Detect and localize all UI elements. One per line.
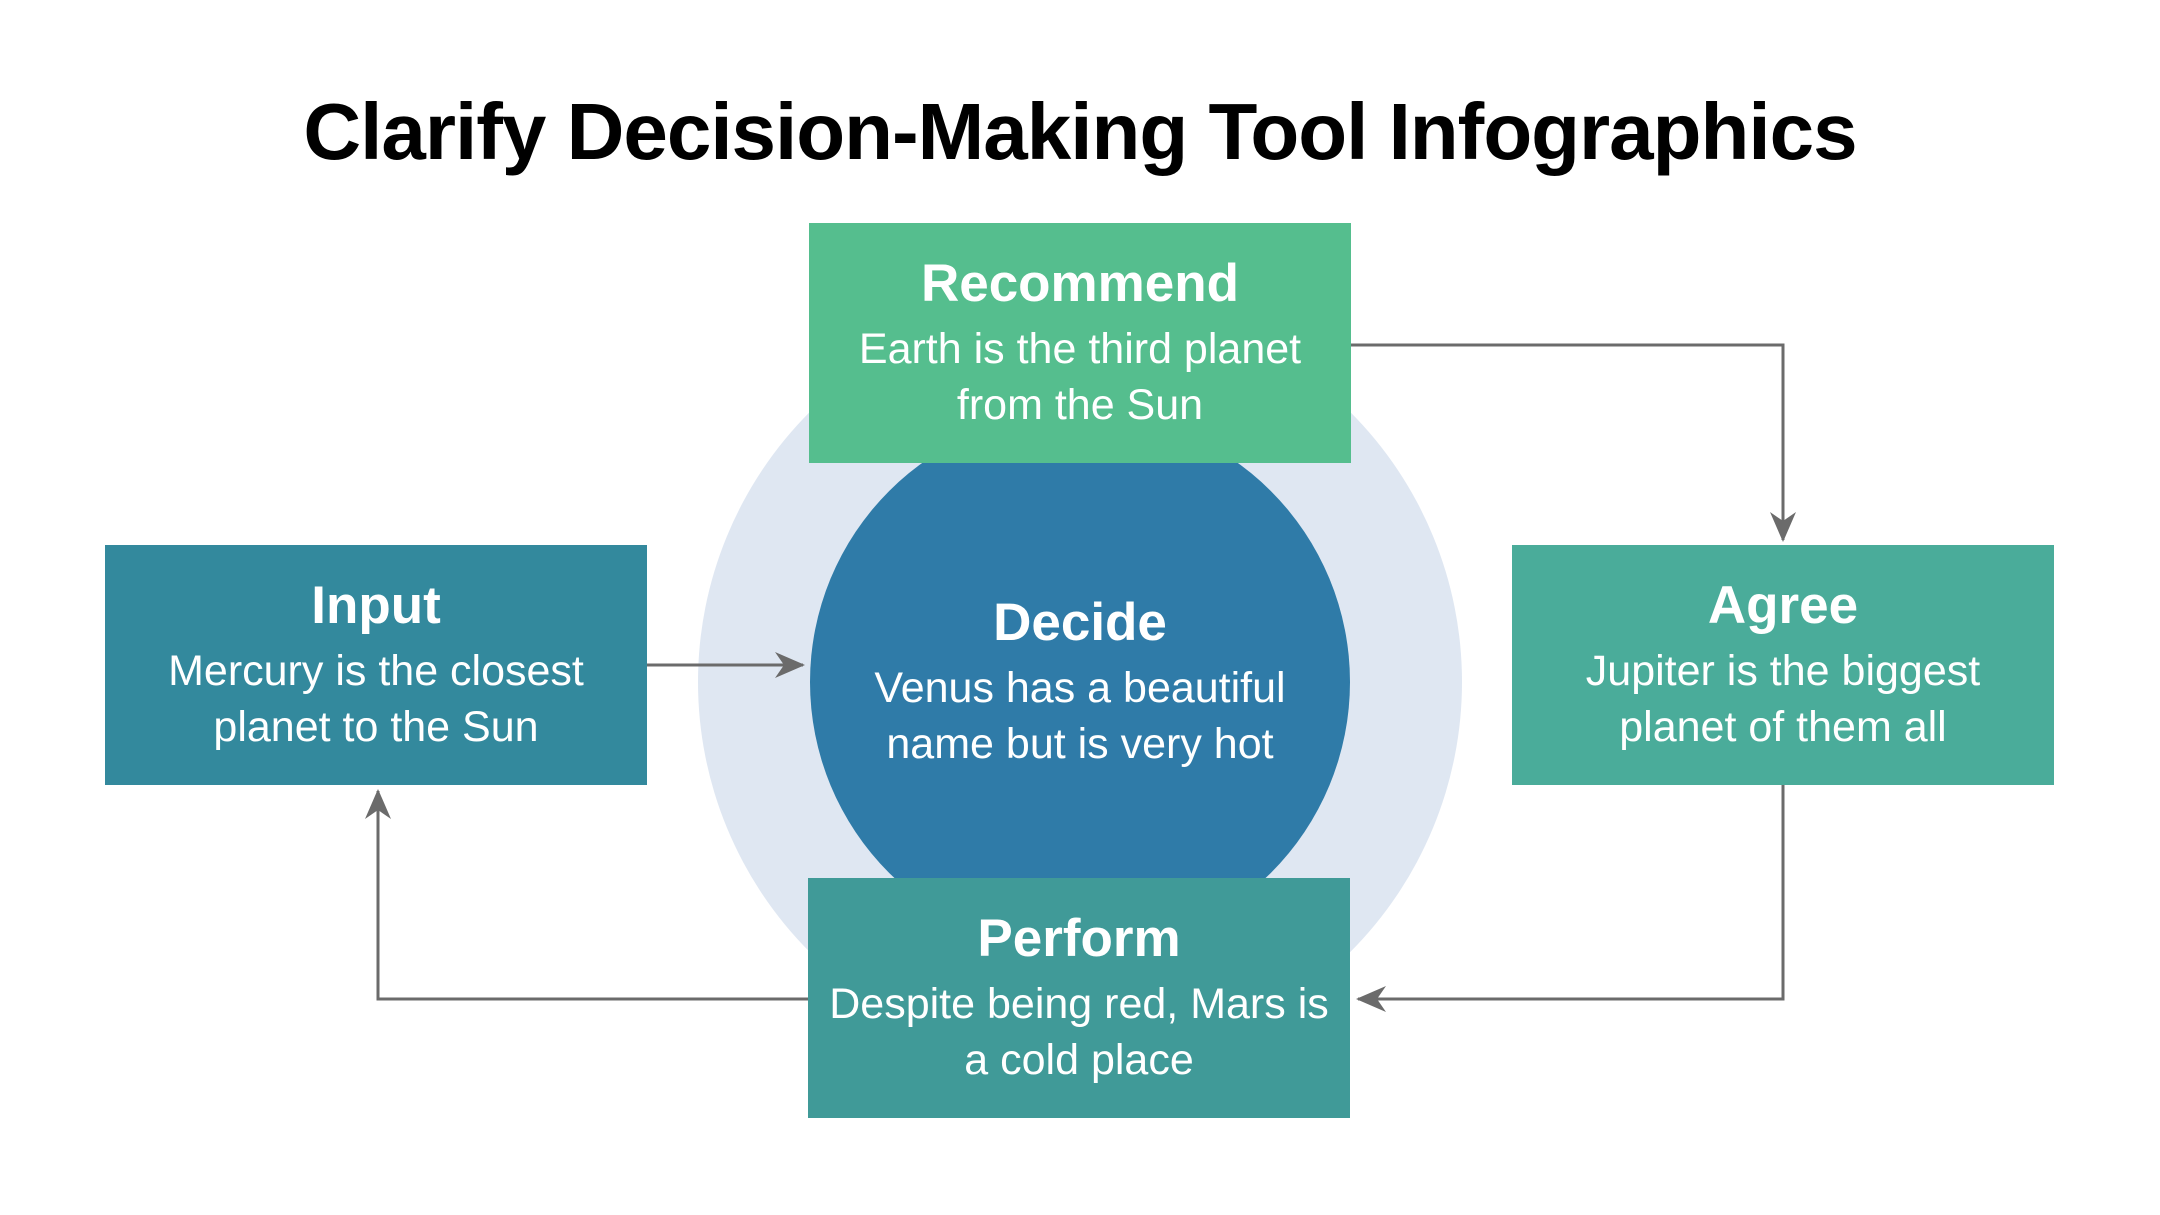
node-perform: Perform Despite being red, Mars is a col… [808,878,1350,1118]
perform-body: Despite being red, Mars is a cold place [829,979,1329,1084]
decide-heading: Decide [993,593,1167,653]
agree-heading: Agree [1707,576,1859,636]
node-agree: Agree Jupiter is the biggest planet of t… [1512,545,2054,785]
page-title: Clarify Decision-Making Tool Infographic… [303,87,1857,176]
perform-heading: Perform [977,909,1181,969]
agree-body: Jupiter is the biggest planet of them al… [1585,646,1981,751]
node-input: Input Mercury is the closest planet to t… [105,545,647,785]
input-heading: Input [311,576,441,636]
node-recommend: Recommend Earth is the third planet from… [809,223,1351,463]
recommend-body: Earth is the third planet from the Sun [858,324,1302,429]
decide-body: Venus has a beautiful name but is very h… [874,663,1286,768]
recommend-heading: Recommend [920,254,1240,314]
decide-circle: Decide Venus has a beautiful name but is… [810,412,1350,952]
input-body: Mercury is the closest planet to the Sun [168,646,584,751]
